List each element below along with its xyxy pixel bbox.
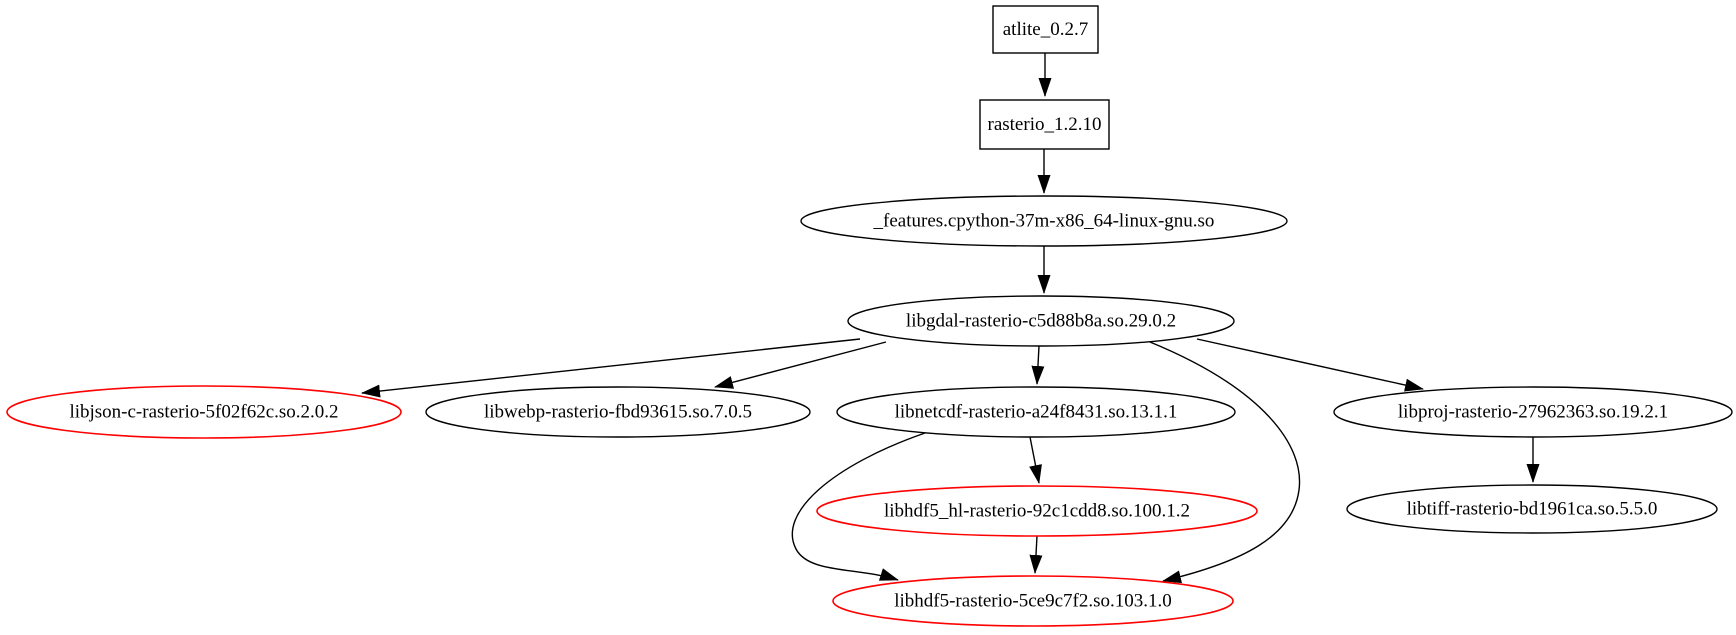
node-label-libgdal: libgdal-rasterio-c5d88b8a.so.29.0.2 — [906, 311, 1176, 332]
node-shape-libproj — [1333, 386, 1733, 438]
node-label-features: _features.cpython-37m-x86_64-linux-gnu.s… — [873, 211, 1215, 232]
node-shape-libhdf5 — [832, 575, 1234, 627]
edge-libgdal-to-libjson — [361, 338, 861, 398]
node-libtiff: libtiff-rasterio-bd1961ca.so.5.5.0 — [1346, 484, 1718, 534]
node-label-rasterio: rasterio_1.2.10 — [988, 114, 1102, 135]
node-shape-libtiff — [1346, 484, 1718, 534]
edge-libgdal-to-libproj — [1196, 338, 1424, 392]
node-label-libhdf5: libhdf5-rasterio-5ce9c7f2.so.103.1.0 — [894, 591, 1172, 612]
node-shape-libjson — [6, 385, 402, 439]
node-label-atlite: atlite_0.2.7 — [1003, 19, 1088, 40]
node-shape-rasterio — [979, 99, 1110, 150]
node-features: _features.cpython-37m-x86_64-linux-gnu.s… — [800, 195, 1288, 247]
node-shape-atlite — [992, 5, 1099, 54]
node-libnetcdf: libnetcdf-rasterio-a24f8431.so.13.1.1 — [836, 386, 1236, 438]
node-shape-features — [800, 195, 1288, 247]
node-libhdf5_hl: libhdf5_hl-rasterio-92c1cdd8.so.100.1.2 — [816, 485, 1258, 537]
node-label-libjson: libjson-c-rasterio-5f02f62c.so.2.0.2 — [69, 402, 338, 423]
node-label-libnetcdf: libnetcdf-rasterio-a24f8431.so.13.1.1 — [895, 402, 1178, 423]
node-shape-libnetcdf — [836, 386, 1236, 438]
node-label-libtiff: libtiff-rasterio-bd1961ca.so.5.5.0 — [1407, 499, 1658, 520]
edge-libhdf5_hl-to-libhdf5 — [1029, 535, 1043, 574]
node-libhdf5: libhdf5-rasterio-5ce9c7f2.so.103.1.0 — [832, 575, 1234, 627]
edge-libnetcdf-to-libhdf5_hl — [1029, 436, 1042, 484]
node-label-libhdf5_hl: libhdf5_hl-rasterio-92c1cdd8.so.100.1.2 — [884, 501, 1190, 522]
node-shape-libgdal — [847, 295, 1235, 347]
node-atlite: atlite_0.2.7 — [992, 5, 1099, 54]
node-libgdal: libgdal-rasterio-c5d88b8a.so.29.0.2 — [847, 295, 1235, 347]
node-label-libwebp: libwebp-rasterio-fbd93615.so.7.0.5 — [484, 402, 752, 423]
edge-libgdal-to-libnetcdf — [1031, 345, 1045, 385]
edge-libnetcdf-to-libhdf5 — [791, 432, 926, 581]
edge-libgdal-to-libhdf5 — [1149, 341, 1301, 584]
node-shape-libwebp — [425, 386, 811, 438]
node-libjson: libjson-c-rasterio-5f02f62c.so.2.0.2 — [6, 385, 402, 439]
edge-libgdal-to-libwebp — [714, 341, 887, 389]
node-libproj: libproj-rasterio-27962363.so.19.2.1 — [1333, 386, 1733, 438]
node-label-libproj: libproj-rasterio-27962363.so.19.2.1 — [1398, 402, 1668, 423]
node-shape-libhdf5_hl — [816, 485, 1258, 537]
node-libwebp: libwebp-rasterio-fbd93615.so.7.0.5 — [425, 386, 811, 438]
node-rasterio: rasterio_1.2.10 — [979, 99, 1110, 150]
